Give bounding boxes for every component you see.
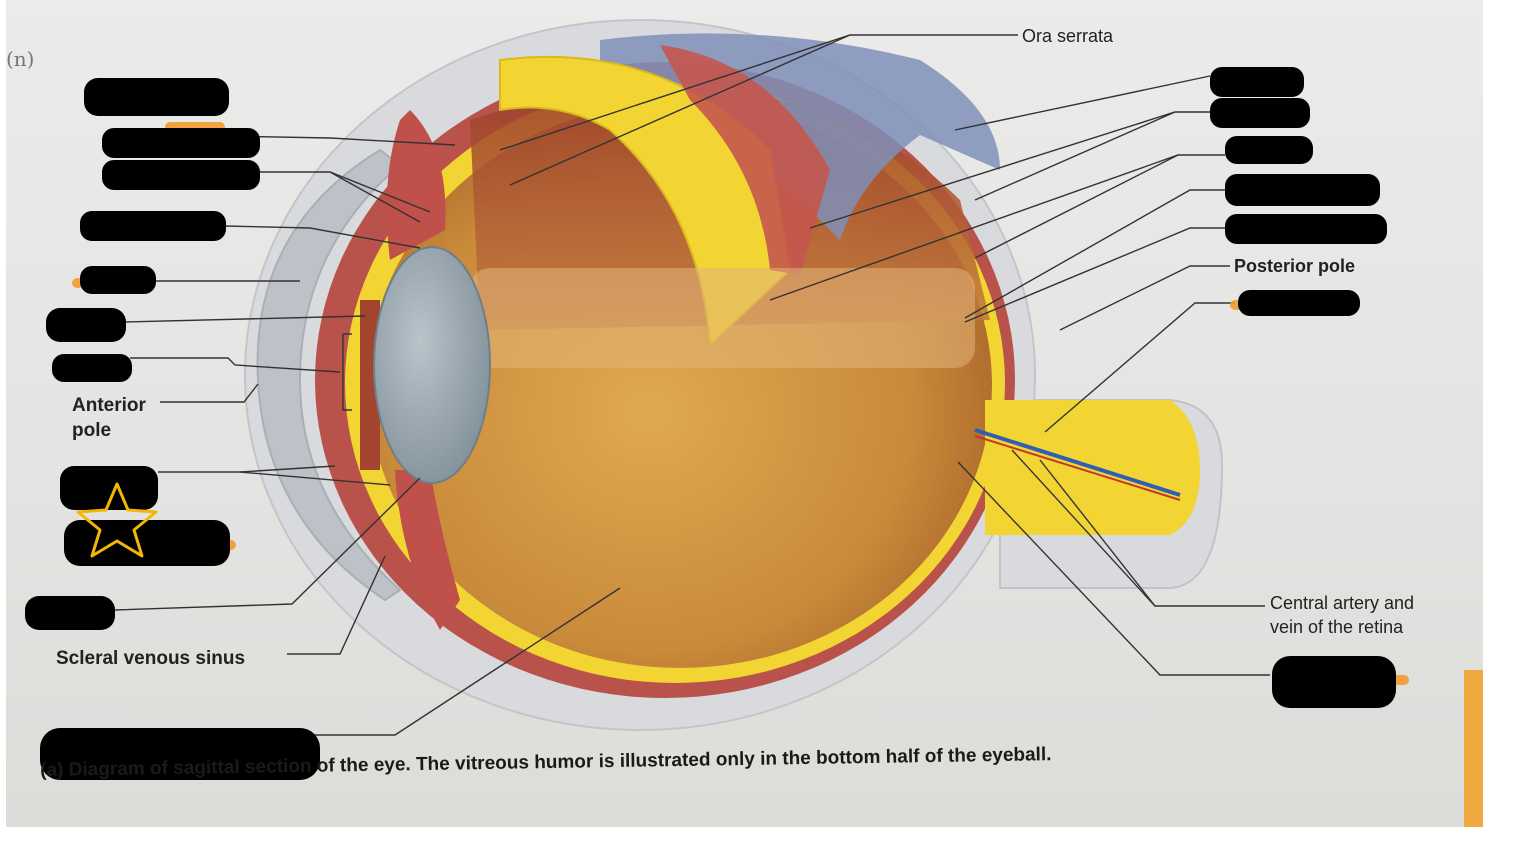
choroid-flap <box>660 45 830 275</box>
leader-lines <box>114 34 1270 736</box>
redaction-1 <box>84 78 229 116</box>
redaction-10 <box>25 596 115 630</box>
redaction-15 <box>1225 174 1380 206</box>
label-posterior-pole: Posterior pole <box>1234 256 1356 276</box>
redaction-17 <box>1238 290 1360 316</box>
redaction-18 <box>1272 656 1396 708</box>
ciliary-body-upper <box>386 110 446 260</box>
central-vessels-red <box>974 435 1181 501</box>
label-central-artery-1: Central artery and <box>1270 593 1415 613</box>
redaction-5 <box>80 266 156 294</box>
star-icon <box>76 482 158 558</box>
handwritten-mark: (n) <box>6 47 35 71</box>
label-ora-serrata: Ora serrata <box>1022 26 1114 46</box>
redaction-2 <box>102 128 260 158</box>
page-edge-strip <box>1464 670 1483 827</box>
redaction-16 <box>1225 214 1387 244</box>
central-vessels <box>974 428 1181 497</box>
sagittal-cut-plane <box>470 268 975 368</box>
lens <box>373 246 491 484</box>
redaction-4 <box>80 211 226 241</box>
cornea <box>256 148 402 602</box>
redactions <box>25 67 1396 780</box>
ciliary-body-lower <box>395 470 460 630</box>
redaction-3 <box>102 160 260 190</box>
caption-marker: (a) <box>40 759 64 781</box>
redaction-12 <box>1210 67 1304 97</box>
redaction-14 <box>1225 136 1313 164</box>
redaction-7 <box>52 354 132 382</box>
label-anterior-pole-2: pole <box>72 420 112 441</box>
redaction-11 <box>40 728 320 780</box>
label-anterior-pole-1: Anterior <box>72 395 146 416</box>
label-scleral-venous-sinus: Scleral venous sinus <box>56 648 246 669</box>
redaction-6 <box>46 308 126 342</box>
redaction-9 <box>64 520 230 566</box>
redaction-8 <box>60 466 158 510</box>
label-central-artery-2: vein of the retina <box>1270 617 1404 637</box>
redaction-13 <box>1210 98 1310 128</box>
